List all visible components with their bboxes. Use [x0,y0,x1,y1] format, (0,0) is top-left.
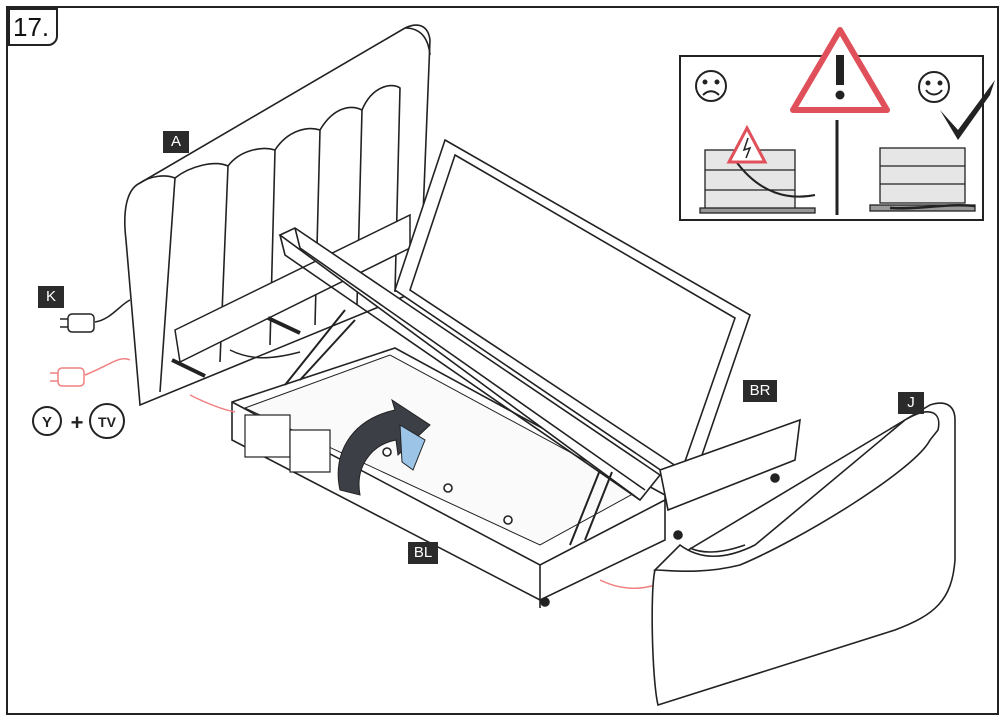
sad-face-icon [695,70,727,102]
y-cable-symbol [32,406,62,436]
electric-hazard-icon [726,124,768,164]
pink-cable [50,358,656,590]
label-bl: BL [408,542,438,564]
tv-symbol [89,403,125,439]
plus-symbol: + [71,410,84,435]
good-scene [869,147,976,212]
power-cable-k [60,299,301,359]
happy-face-icon [918,71,950,103]
label-br: BR [743,380,777,402]
illustration-frame [6,6,999,715]
bad-scene [699,124,816,214]
label-j: J [898,392,924,414]
footboard-j [651,402,956,707]
rotation-arrow [337,398,431,496]
step-number: 17. [8,8,58,46]
tv-symbol-label: TV [98,414,117,430]
box-br-lid [394,138,801,540]
connection-symbols: Y + TV [32,403,125,439]
lift-lid [278,227,662,502]
headboard-a [124,24,431,407]
label-a: A [163,131,189,153]
gas-struts [284,309,613,546]
y-symbol-label: Y [42,414,52,431]
storage-box-bl [231,347,666,608]
label-k: K [38,286,64,308]
warning-inset [679,27,995,221]
